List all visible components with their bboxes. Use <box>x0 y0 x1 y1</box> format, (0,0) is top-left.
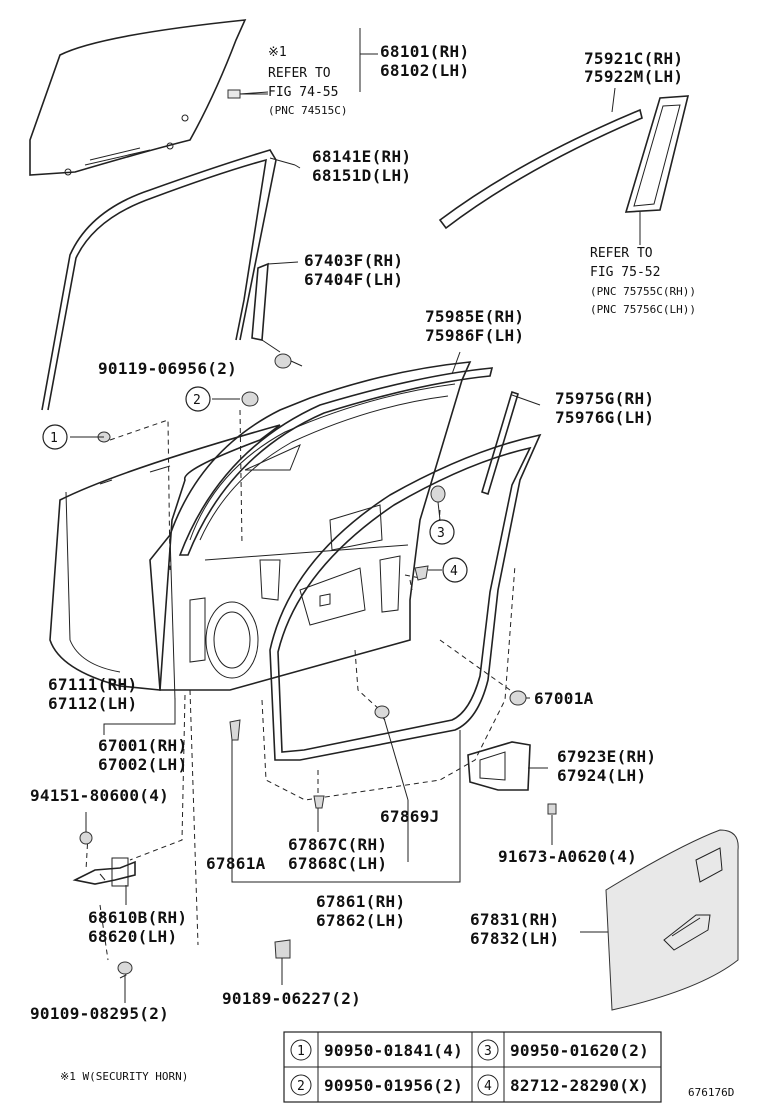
legend-row-2: 2 90950-01956(2) 4 82712-28290(X) <box>290 1074 649 1096</box>
front-door-panel-drawing <box>149 361 472 701</box>
label-68141: 68141E(RH) <box>312 147 411 166</box>
pillar-garnish-drawing <box>624 95 690 245</box>
svg-text:90950-01956(2): 90950-01956(2) <box>324 1076 463 1095</box>
belt-moulding-drawing <box>438 87 643 230</box>
svg-text:90950-01620(2): 90950-01620(2) <box>510 1041 649 1060</box>
callout-3: 3 <box>429 519 455 545</box>
label-67862: 67862(LH) <box>316 911 405 930</box>
glass-run-channel-drawing <box>41 149 296 411</box>
inner-weatherstrip-drawing <box>178 351 494 556</box>
label-67404: 67404F(LH) <box>304 270 403 289</box>
ref2-fig: FIG 75-52 <box>590 265 660 280</box>
division-bar-drawing <box>251 261 303 369</box>
note-pnc: (PNC 74515C) <box>268 104 347 117</box>
label-75975: 75975G(RH) <box>555 389 654 408</box>
note-refer: REFER TO <box>268 66 331 81</box>
label-68610: 68610B(RH) <box>88 908 187 927</box>
label-67924: 67924(LH) <box>557 766 646 785</box>
svg-text:2: 2 <box>193 393 201 408</box>
svg-text:4: 4 <box>484 1079 492 1094</box>
label-67868: 67868C(LH) <box>288 854 387 873</box>
label-68101: 68101(RH) <box>380 42 469 61</box>
ref2-refer: REFER TO <box>590 246 653 261</box>
note-mark: ※1 <box>268 45 287 60</box>
door-weatherstrip-drawing <box>269 433 542 761</box>
label-67403: 67403F(RH) <box>304 251 403 270</box>
label-75986: 75986F(LH) <box>425 326 524 345</box>
label-68102: 68102(LH) <box>380 61 469 80</box>
svg-text:3: 3 <box>437 526 445 541</box>
door-glass-drawing <box>29 19 269 176</box>
leader-lines <box>70 28 553 1003</box>
callouts: 1 2 3 4 <box>42 386 468 583</box>
svg-text:2: 2 <box>297 1079 305 1094</box>
label-75922: 75922M(LH) <box>584 67 683 86</box>
svg-text:1: 1 <box>297 1044 305 1059</box>
outer-weatherstrip-drawing <box>481 390 541 496</box>
legend-table: 1 90950-01841(4) 3 90950-01620(2) 2 9095… <box>283 1031 662 1103</box>
label-67861: 67861(RH) <box>316 892 405 911</box>
door-hinge-drawing <box>72 831 136 979</box>
svg-text:1: 1 <box>50 431 58 446</box>
label-94151: 94151-80600(4) <box>30 786 169 805</box>
door-trim-panel-drawing <box>580 829 739 1011</box>
label-67001a: 67001A <box>534 689 594 708</box>
footnote: ※1 W(SECURITY HORN) <box>60 1070 188 1083</box>
label-67867: 67867C(RH) <box>288 835 387 854</box>
label-67111: 67111(RH) <box>48 675 137 694</box>
callout-2: 2 <box>185 386 211 412</box>
label-90109: 90109-08295(2) <box>30 1004 169 1023</box>
bracket-drawing <box>467 741 548 791</box>
label-75976: 75976G(LH) <box>555 408 654 427</box>
label-67861a: 67861A <box>206 854 266 873</box>
callout-4: 4 <box>442 557 468 583</box>
svg-text:3: 3 <box>484 1044 492 1059</box>
label-75921: 75921C(RH) <box>584 49 683 68</box>
outer-panel-drawing <box>49 424 281 691</box>
label-67831: 67831(RH) <box>470 910 559 929</box>
label-67869: 67869J <box>380 807 440 826</box>
label-90119: 90119-06956(2) <box>98 359 237 378</box>
phantom-outline-drawing <box>85 409 516 961</box>
callout-1: 1 <box>42 424 68 450</box>
label-91673: 91673-A0620(4) <box>498 847 637 866</box>
svg-text:90950-01841(4): 90950-01841(4) <box>324 1041 463 1060</box>
label-67002: 67002(LH) <box>98 755 187 774</box>
label-68151: 68151D(LH) <box>312 166 411 185</box>
label-67832: 67832(LH) <box>470 929 559 948</box>
label-90189: 90189-06227(2) <box>222 989 361 1008</box>
label-68620: 68620(LH) <box>88 927 177 946</box>
label-67001: 67001(RH) <box>98 736 187 755</box>
svg-text:4: 4 <box>450 564 458 579</box>
ref2-pnc1: (PNC 75755C(RH)) <box>590 285 696 298</box>
note-fig: FIG 74-55 <box>268 85 338 100</box>
label-67112: 67112(LH) <box>48 694 137 713</box>
label-75985: 75985E(RH) <box>425 307 524 326</box>
figure-id: 676176D <box>688 1086 734 1099</box>
label-67923: 67923E(RH) <box>557 747 656 766</box>
legend-row-1: 1 90950-01841(4) 3 90950-01620(2) <box>290 1039 649 1061</box>
svg-text:82712-28290(X): 82712-28290(X) <box>510 1076 649 1095</box>
ref2-pnc2: (PNC 75756C(LH)) <box>590 303 696 316</box>
part-labels: 68101(RH) 68102(LH) ※1 REFER TO FIG 74-5… <box>30 42 696 1023</box>
